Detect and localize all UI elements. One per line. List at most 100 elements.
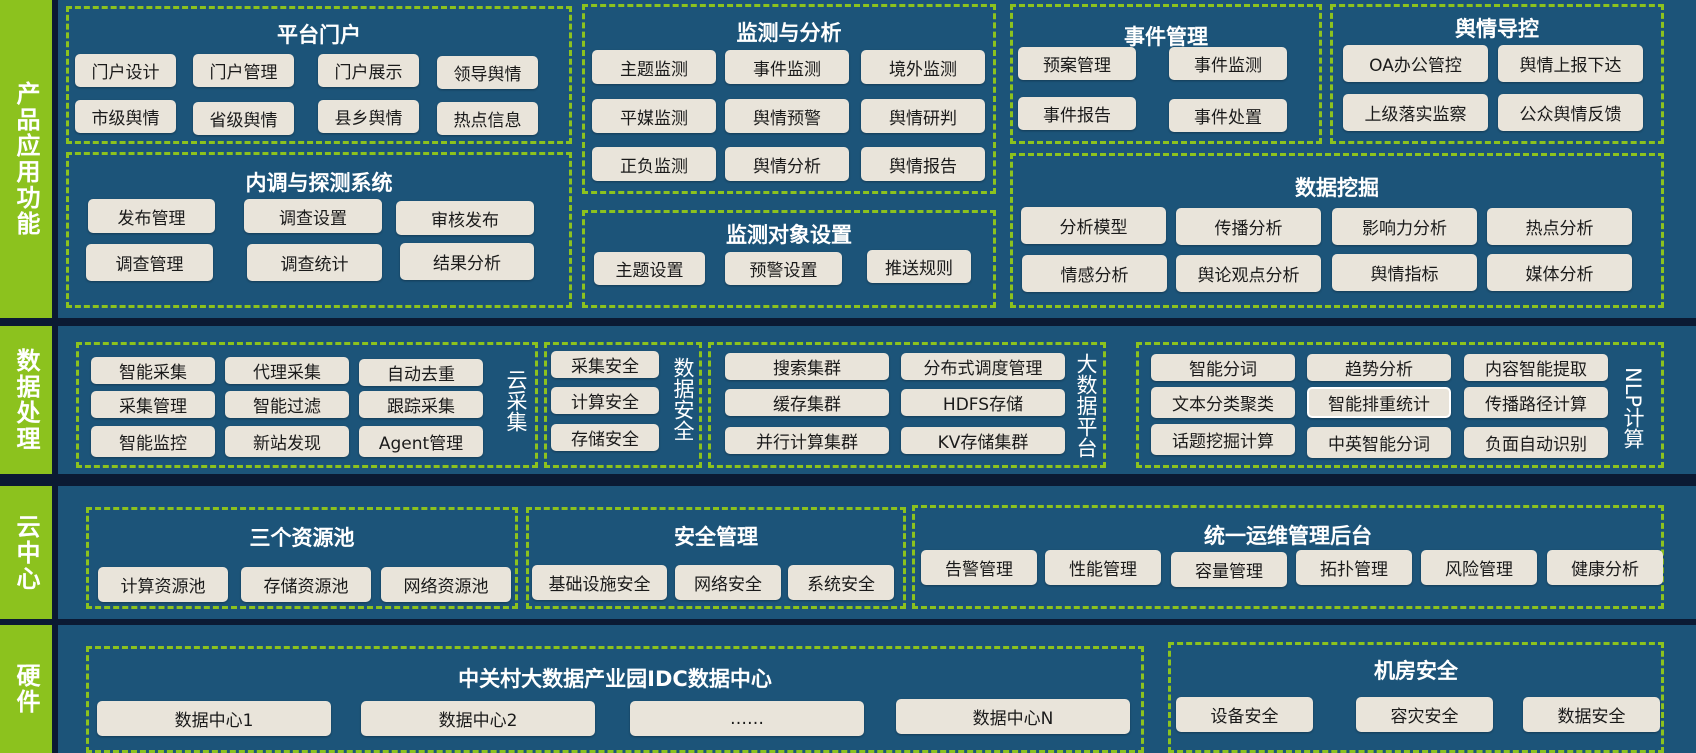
group-title: 监测与分析 <box>736 21 842 45</box>
diagram-node: 计算安全 <box>551 387 659 414</box>
diagram-node: 舆情预警 <box>725 99 849 133</box>
diagram-node: 容灾安全 <box>1356 697 1493 732</box>
row-label-text: 云中心 <box>12 513 40 592</box>
diagram-node: 存储资源池 <box>241 567 371 602</box>
diagram-node: 并行计算集群 <box>725 427 889 454</box>
group-title: 舆情导控 <box>1455 17 1539 41</box>
group-title: 安全管理 <box>674 525 758 549</box>
diagram-node: 审核发布 <box>396 201 534 235</box>
diagram-node: 计算资源池 <box>98 567 228 602</box>
diagram-node: 性能管理 <box>1045 550 1161 585</box>
diagram-node: 正负监测 <box>592 147 716 181</box>
group-title: 云采集 <box>504 369 528 432</box>
group-title: 中关村大数据产业园IDC数据中心 <box>458 667 772 691</box>
diagram-node: 舆情分析 <box>725 147 849 181</box>
diagram-node: 拓扑管理 <box>1296 550 1412 585</box>
diagram-node: 智能过滤 <box>225 391 349 418</box>
diagram-node: 市级舆情 <box>75 100 176 133</box>
diagram-node: 预警设置 <box>725 252 842 285</box>
diagram-node: 告警管理 <box>921 550 1037 585</box>
diagram-node: 文本分类聚类 <box>1151 387 1295 418</box>
diagram-node: 自动去重 <box>359 359 483 386</box>
diagram-node: 中英智能分词 <box>1307 427 1451 458</box>
diagram-node: 新站发现 <box>225 426 349 457</box>
group-title: NLP计算 <box>1621 367 1645 450</box>
group-nlp: 智能分词 趋势分析 内容智能提取 文本分类聚类 智能排重统计 传播路径计算 话题… <box>1136 342 1664 468</box>
group-title: 内调与探测系统 <box>245 171 393 195</box>
diagram-node: 事件报告 <box>1018 97 1136 130</box>
diagram-node: 热点信息 <box>437 102 538 135</box>
row-label-text: 硬件 <box>12 663 40 715</box>
diagram-node: 跟踪采集 <box>359 391 483 418</box>
diagram-node: 传播分析 <box>1176 208 1321 245</box>
diagram-node: 数据中心2 <box>361 701 595 736</box>
diagram-node: KV存储集群 <box>901 427 1065 454</box>
diagram-node: 调查统计 <box>247 244 382 281</box>
diagram-node: 平媒监测 <box>592 99 716 133</box>
group-collect: 智能采集 代理采集 自动去重 采集管理 智能过滤 跟踪采集 智能监控 新站发现 … <box>76 342 538 468</box>
diagram-node: 调查管理 <box>86 244 213 281</box>
group-guide: 舆情导控 OA办公管控 舆情上报下达 上级落实监察 公众舆情反馈 <box>1330 4 1664 144</box>
group-portal: 平台门户 门户设计 门户管理 门户展示 领导舆情 市级舆情 省级舆情 县乡舆情 … <box>66 6 572 144</box>
diagram-node: 热点分析 <box>1487 208 1632 245</box>
diagram-node: 舆情报告 <box>861 147 985 181</box>
diagram-node: 系统安全 <box>788 565 894 600</box>
diagram-node: 缓存集群 <box>725 389 889 416</box>
diagram-node: 省级舆情 <box>193 102 294 135</box>
group-survey: 内调与探测系统 发布管理 调查设置 审核发布 调查管理 调查统计 结果分析 <box>66 152 572 308</box>
row-label-text: 产品应用功能 <box>12 81 40 237</box>
group-room-security: 机房安全 设备安全 容灾安全 数据安全 <box>1168 642 1664 753</box>
diagram-node: 主题监测 <box>592 50 716 84</box>
diagram-node: 智能监控 <box>91 426 215 457</box>
row-label-product: 产品应用功能 <box>0 0 52 318</box>
group-title: 统一运维管理后台 <box>1204 524 1372 548</box>
diagram-node: OA办公管控 <box>1343 45 1488 82</box>
diagram-node: Agent管理 <box>359 426 483 457</box>
group-bigdata: 搜索集群 分布式调度管理 缓存集群 HDFS存储 并行计算集群 KV存储集群 大… <box>708 342 1106 468</box>
diagram-node: 影响力分析 <box>1332 208 1477 245</box>
diagram-node: 搜索集群 <box>725 353 889 380</box>
diagram-node: HDFS存储 <box>901 389 1065 416</box>
group-event: 事件管理 预案管理 事件监测 事件报告 事件处置 <box>1010 4 1322 144</box>
diagram-node: 智能采集 <box>91 357 215 384</box>
group-title: 事件管理 <box>1124 25 1208 49</box>
diagram-node: 负面自动识别 <box>1464 427 1608 458</box>
group-mining: 数据挖掘 分析模型 传播分析 影响力分析 热点分析 情感分析 舆论观点分析 舆情… <box>1010 153 1664 308</box>
diagram-node: 数据中心1 <box>97 701 331 736</box>
diagram-node: 上级落实监察 <box>1343 94 1488 131</box>
diagram-node: 网络安全 <box>675 565 781 600</box>
group-security-management: 安全管理 基础设施安全 网络安全 系统安全 <box>526 507 906 609</box>
group-monitor: 监测与分析 主题监测 事件监测 境外监测 平媒监测 舆情预警 舆情研判 正负监测… <box>582 4 996 194</box>
diagram-node: 内容智能提取 <box>1464 354 1608 381</box>
diagram-node: 门户展示 <box>318 54 419 87</box>
diagram-node: 推送规则 <box>867 250 971 283</box>
group-title: 三个资源池 <box>249 526 355 550</box>
group-title: 机房安全 <box>1374 659 1458 683</box>
diagram-node: 话题挖掘计算 <box>1151 424 1295 455</box>
diagram-node: 预案管理 <box>1018 47 1136 80</box>
diagram-node: 媒体分析 <box>1487 254 1632 291</box>
diagram-node: 境外监测 <box>861 50 985 84</box>
diagram-node: 事件监测 <box>1169 47 1287 80</box>
diagram-node: 数据中心N <box>896 699 1130 734</box>
diagram-node: 传播路径计算 <box>1464 387 1608 418</box>
diagram-node: 存储安全 <box>551 424 659 451</box>
diagram-node: 基础设施安全 <box>532 565 667 600</box>
diagram-node: 代理采集 <box>225 357 349 384</box>
diagram-node: 事件处置 <box>1169 99 1287 132</box>
diagram-node: 情感分析 <box>1022 255 1167 292</box>
group-title: 平台门户 <box>277 23 361 47</box>
diagram-node: 结果分析 <box>400 243 534 280</box>
diagram-node: 设备安全 <box>1176 697 1313 732</box>
diagram-node: 分布式调度管理 <box>901 353 1065 380</box>
diagram-node: 分析模型 <box>1021 207 1166 244</box>
diagram-node: 调查设置 <box>244 199 382 233</box>
row-label-cloud: 云中心 <box>0 486 52 619</box>
row-label-hardware: 硬件 <box>0 625 52 753</box>
diagram-node: 舆论观点分析 <box>1176 255 1321 292</box>
diagram-node: 风险管理 <box>1421 550 1537 585</box>
diagram-node: 门户设计 <box>75 54 176 87</box>
diagram-node: 公众舆情反馈 <box>1498 94 1643 131</box>
diagram-node: 采集管理 <box>91 391 215 418</box>
diagram-node: 县乡舆情 <box>318 100 419 133</box>
